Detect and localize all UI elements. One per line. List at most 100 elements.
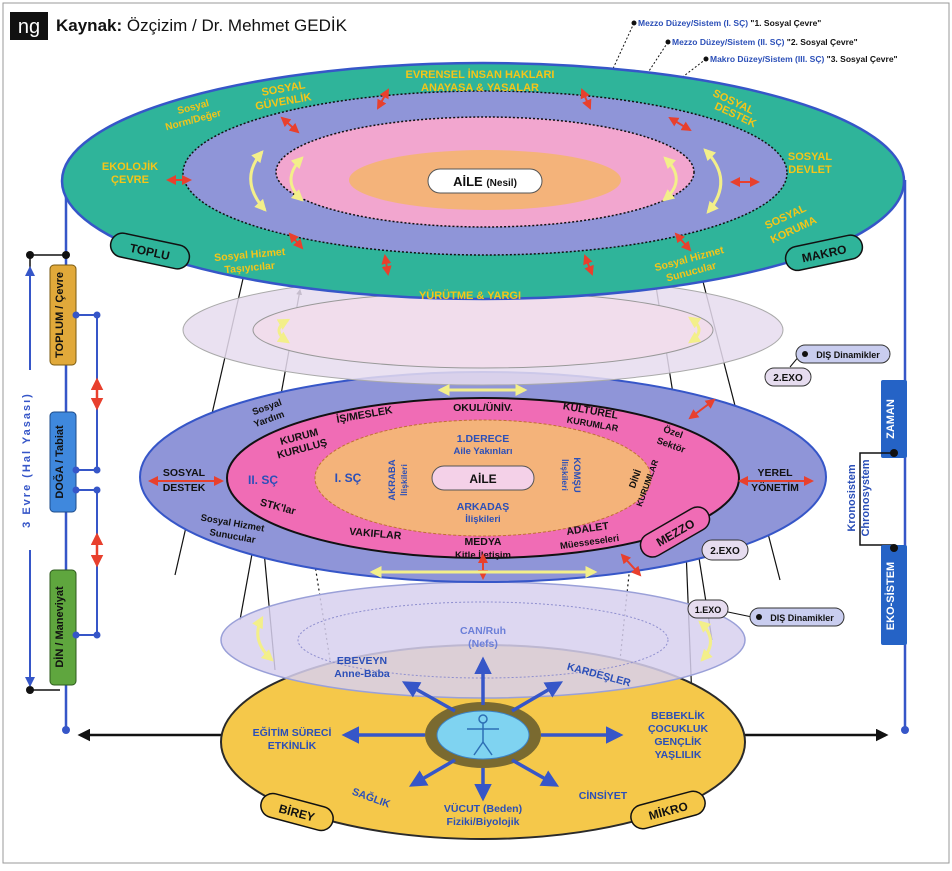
zaman-box	[881, 380, 907, 458]
source-line: Kaynak: Özçizim / Dr. Mehmet GEDİK	[56, 16, 348, 35]
i-sc-label: I. SÇ	[335, 471, 362, 485]
dis1-dot	[802, 351, 808, 357]
makro-aile-pill	[427, 168, 543, 194]
makro-yellow-arrows	[249, 148, 723, 344]
logo-text: ng	[18, 16, 40, 38]
dis-dinamikler-2-label: DIŞ Dinamikler	[770, 613, 834, 623]
doga-cylinder	[49, 411, 77, 513]
ebeveyn-label-2: Anne-Baba	[334, 668, 390, 680]
exo2-inner	[252, 291, 714, 369]
dis-dinamikler-1-badge	[795, 344, 891, 364]
ebeveyn-label-1: EBEVEYN	[337, 655, 387, 667]
birey-badge: BİREY	[260, 792, 334, 832]
exo2-top-label: 2.EXO	[773, 373, 803, 384]
vitruvian-figure-icon	[467, 714, 499, 756]
legend-makro: Makro Düzey/Sistem (III. SÇ) "3. Sosyal …	[710, 54, 898, 64]
legend-mezzo1-suffix: "1. Sosyal Çevre"	[748, 18, 821, 28]
exo2-top-badge	[764, 367, 812, 387]
dis2-leader	[727, 611, 753, 618]
vakiflar-label: VAKIFLAR	[349, 526, 403, 543]
makro-aile-label: AİLE (Nesil)	[453, 174, 517, 189]
left-panel: 3 Evre (Hal Yasası) TOPLUM / Çevre DOĞA …	[20, 251, 104, 694]
mikro-labels: CAN/Ruh (Nefs) EBEVEYN Anne-Baba KARDEŞL…	[253, 625, 709, 828]
exo2-bottom-label: 2.EXO	[710, 546, 740, 557]
ekolojik-label-2: ÇEVRE	[111, 174, 149, 186]
ekolojik-label-1: EKOLOJİK	[102, 160, 158, 173]
dis-dinamikler-1-label: DIŞ Dinamikler	[816, 350, 880, 360]
eko-sistem-label: EKO-SİSTEM	[884, 562, 897, 630]
arkadas-label-2: İlişkileri	[465, 514, 500, 525]
tasiyici-label-2: Taşıyıcılar	[224, 260, 275, 276]
adalet-label-1: ADALET	[566, 520, 610, 538]
left-axis-dot	[62, 726, 70, 734]
legend-mezzo1-prefix: Mezzo Düzey/Sistem (I. SÇ)	[638, 18, 748, 28]
dis2-dot	[756, 614, 762, 620]
legend-leader-2	[599, 41, 669, 147]
mezzo-aile-label: AİLE	[469, 471, 496, 486]
eko-sistem-box	[881, 545, 907, 645]
zaman-label: ZAMAN	[885, 399, 897, 439]
devlet-label-1: SOSYAL	[788, 151, 833, 163]
exo1-inner	[297, 601, 669, 679]
doga-label: DOĞA / Tabiat	[53, 425, 66, 499]
evrensel-label-1: EVRENSEL İNSAN HAKLARI	[406, 68, 555, 81]
sosyal-destek-label-2: DESTEK	[163, 482, 206, 494]
legend-mezzo2-suffix: "2. Sosyal Çevre"	[784, 37, 857, 47]
bebeklik-label-4: YAŞLILIK	[655, 749, 702, 761]
exo2-bottom-badge	[701, 539, 749, 561]
yerel-label-2: YÖNETİM	[751, 481, 799, 494]
dis-dinamikler-2-badge	[749, 607, 845, 627]
vucut-label-2: Fiziki/Biyolojik	[447, 816, 520, 828]
bebeklik-label-2: ÇOCUKLUK	[648, 723, 708, 735]
legend-mezzo2-prefix: Mezzo Düzey/Sistem (II. SÇ)	[672, 37, 785, 47]
right-axis-dot	[901, 726, 909, 734]
source-text: Özçizim / Dr. Mehmet GEDİK	[122, 16, 347, 35]
akraba-label-2: İlişkileri	[399, 464, 409, 496]
makro-red-arrows	[166, 88, 760, 276]
devlet-label-2: DEVLET	[788, 164, 832, 176]
mikro-blue-arrows	[341, 656, 624, 802]
din-label: DİN / Maneviyat	[53, 586, 66, 668]
ng-logo	[10, 12, 48, 40]
okul-label: OKUL/ÜNİV.	[453, 401, 513, 414]
legend-makro-prefix: Makro Düzey/Sistem (III. SÇ)	[710, 54, 824, 64]
evrensel-label-2: ANAYASA & YASALAR	[421, 82, 539, 94]
arkadas-label-1: ARKADAŞ	[457, 501, 510, 513]
mezzo-aile-pill	[431, 465, 535, 491]
krono-label-2: Chronosystem	[860, 459, 872, 536]
legend-leader-3	[623, 58, 707, 123]
akraba-label-1: AKRABA	[387, 459, 398, 500]
can-label-1: CAN/Ruh	[460, 625, 506, 637]
komsu-label-2: İlişkileri	[560, 459, 570, 491]
egitim-label-2: ETKİNLİK	[268, 739, 317, 752]
legend-mezzo1: Mezzo Düzey/Sistem (I. SÇ) "1. Sosyal Çe…	[638, 18, 821, 28]
egitim-label-1: EĞİTİM SÜRECİ	[253, 726, 332, 739]
ii-sc-label: II. SÇ	[248, 473, 278, 487]
din-cylinder	[49, 569, 77, 686]
legend-mezzo2: Mezzo Düzey/Sistem (II. SÇ) "2. Sosyal Ç…	[672, 37, 858, 47]
cinsiyet-label: CİNSİYET	[579, 789, 628, 802]
sosyal-destek-label-1: SOSYAL	[163, 467, 206, 479]
vucut-label-1: VÜCUT (Beden)	[444, 802, 522, 815]
medya-label-1: MEDYA	[465, 536, 502, 548]
derece-label-2: Aile Yakınları	[454, 446, 513, 457]
mikro-badge: MİKRO	[630, 790, 706, 830]
makro-badge: MAKRO	[784, 234, 864, 272]
evre-label: 3 Evre (Hal Yasası)	[21, 392, 33, 528]
yurutme-label: YÜRÜTME & YARGI	[419, 289, 521, 302]
bebeklik-label-3: GENÇLİK	[654, 735, 702, 748]
yerel-label-1: YEREL	[757, 467, 793, 479]
komsu-label-1: KOMŞU	[571, 457, 582, 493]
can-label-2: (Nefs)	[468, 638, 498, 650]
mezzo-yellow-arrows	[252, 384, 713, 662]
source-label: Kaynak:	[56, 16, 122, 35]
right-panel: ZAMAN Kronosistem Chronosystem EKO-SİSTE…	[846, 380, 907, 645]
krono-label-1: Kronosistem	[846, 464, 858, 531]
legend-makro-suffix: "3. Sosyal Çevre"	[824, 54, 897, 64]
toplum-label: TOPLUM / Çevre	[54, 272, 66, 358]
toplu-badge: TOPLU	[109, 232, 191, 270]
derece-label-1: 1.DERECE	[457, 433, 510, 445]
